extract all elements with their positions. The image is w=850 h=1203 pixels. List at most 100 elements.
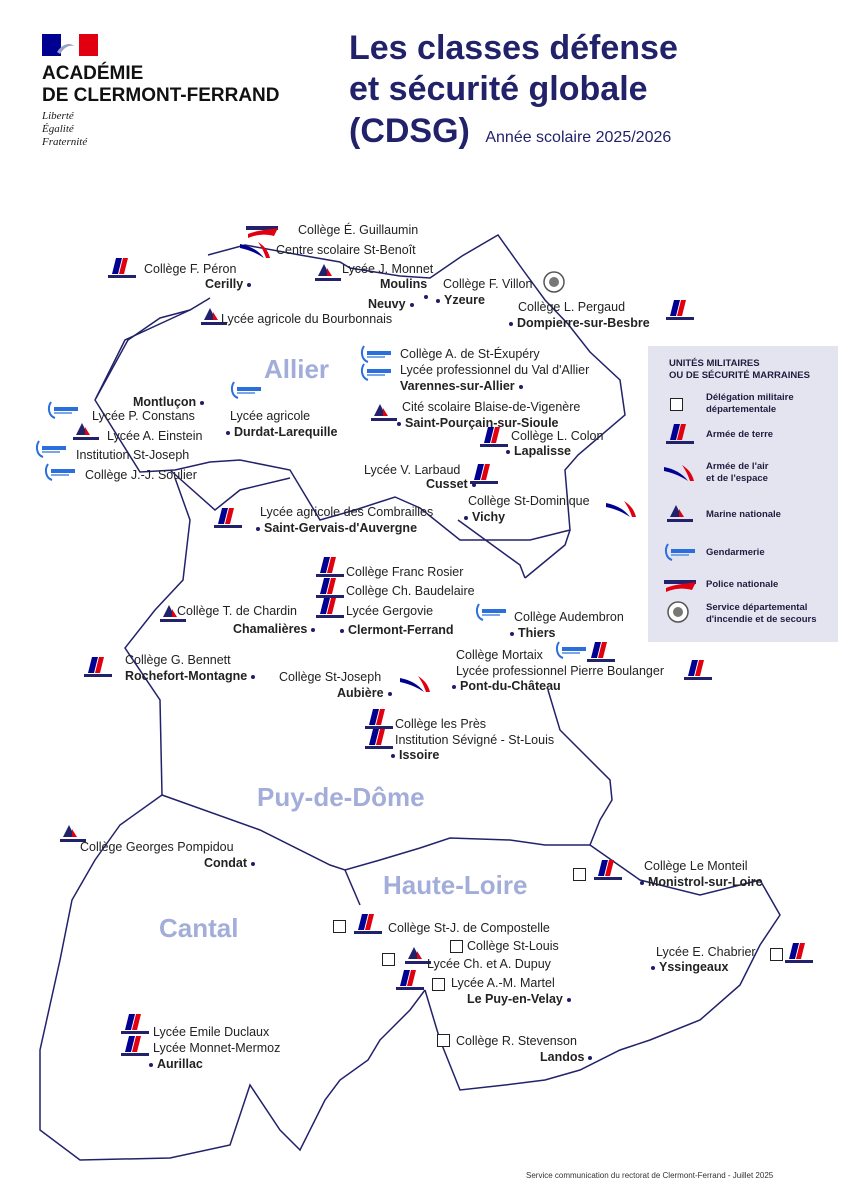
city-label: Issoire [387,748,439,763]
school-label: Collège Franc Rosier [346,565,464,579]
school-label: Collège St-Joseph [279,670,382,684]
armee-de-terre-icon [84,657,112,677]
school-label: Lycée agricole des Combrailles [260,505,434,519]
school-label: Lycée professionnel Pierre Boulanger [456,664,664,678]
city-label: Durdat-Larequille [222,425,338,440]
city-label: Yssingeaux [647,960,728,975]
academy-name-line2: DE CLERMONT-FERRAND [42,85,280,106]
gendarmerie-icon [44,463,76,481]
page-title-acronym: (CDSG) [349,112,470,150]
school-label: Lycée Gergovie [346,604,434,618]
square-icon [670,398,683,411]
city-label: Varennes-sur-Allier [400,379,527,394]
school-label: Collège Mortaix [456,648,543,662]
police-icon [664,580,696,592]
school-label: Collège St-J. de Compostelle [388,921,550,935]
city-label: Lapalisse [502,444,571,459]
city-label: Yzeure [432,293,485,308]
square-icon [770,948,783,961]
republic-logo-icon [42,34,98,56]
armee-de-terre-icon [396,970,424,990]
region-cantal: Cantal [159,913,239,943]
marine-icon [667,505,693,522]
city-label: Condat [204,856,259,871]
school-label: Lycée professionnel du Val d'Allier [400,363,590,377]
school-year: Année scolaire 2025/2026 [485,129,672,146]
legend-item-police: Police nationale [706,579,779,590]
armee-de-terre-icon [666,300,694,320]
school-label: Centre scolaire St-Benoît [276,243,416,257]
school-label: Lycée Monnet-Mermoz [153,1041,281,1055]
city-label: Cusset [426,477,480,492]
school-label: Lycée A.-M. Martel [451,976,555,990]
school-label: Cité scolaire Blaise-de-Vigenère [402,400,581,414]
school-label: Lycée Emile Duclaux [153,1025,270,1039]
city-label: Neuvy [368,297,418,312]
city-label: Cerilly [205,277,255,292]
school-label: Collège R. Stevenson [456,1034,577,1048]
city-label: Saint-Pourçain-sur-Sioule [393,416,559,431]
school-label: Collège F. Villon [443,277,533,291]
armee-de-terre-icon [594,860,622,880]
region-haute-loire: Haute-Loire [383,870,528,900]
square-icon [437,1034,450,1047]
armee-de-terre-icon [108,258,136,278]
school-label: Collège St-Dominique [468,494,590,508]
city-label: Monistrol-sur-Loire [636,875,763,890]
school-label: Lycée J. Monnet [342,262,434,276]
school-label: Collège Audembron [514,610,624,624]
page-title-line1: Les classes défense [349,29,678,67]
city-dot [424,295,428,299]
city-label: Chamalières [233,622,319,637]
school-label: Lycée agricole du Bourbonnais [221,312,393,326]
school-label: Lycée Ch. et A. Dupuy [427,957,551,971]
armee-air-icon [664,465,694,481]
square-icon [432,978,445,991]
school-label: Collège Le Monteil [644,859,748,873]
city-label: Montluçon [133,395,208,410]
city-label: Pont-du-Château [448,679,561,694]
school-label: Collège les Près [395,717,487,731]
armee-de-terre-icon [785,943,813,963]
square-icon [450,940,463,953]
school-label: Collège St-Louis [467,939,559,953]
school-label: Lycée agricole [230,409,311,423]
legend-item-gendarmerie: Gendarmerie [706,547,765,558]
city-label: Dompierre-sur-Besbre [505,316,650,331]
square-icon [573,868,586,881]
school-label: Collège Georges Pompidou [80,840,234,854]
school-label: Collège T. de Chardin [177,604,297,618]
school-label: Lycée A. Einstein [107,429,203,443]
motto-liberte: Liberté [42,110,74,122]
academy-name-line1: ACADÉMIE [42,63,144,84]
footer-credit: Service communication du rectorat de Cle… [526,1171,774,1180]
school-label: Lycée V. Larbaud [364,463,461,477]
school-label: Collège A. de St-Éxupéry [400,347,540,361]
school-label: Institution St-Joseph [76,448,190,462]
city-label: Moulins [380,277,428,291]
city-label: Saint-Gervais-d'Auvergne [252,521,417,536]
region-allier: Allier [264,354,330,384]
school-label: Collège J.-J. Soulier [85,468,197,482]
school-label: Lycée P. Constans [92,409,195,423]
school-label: Collège L. Pergaud [518,300,626,314]
legend-title: UNITÉS MILITAIRES OU DE SÉCURITÉ MARRAIN… [669,358,810,381]
city-label: Aubière [337,686,396,701]
motto-fraternite: Fraternité [42,136,88,148]
school-label: Lycée E. Chabrier [656,945,756,959]
legend-item-marine: Marine nationale [706,509,781,520]
school-label: Collège F. Péron [144,262,237,276]
school-label: Collège Ch. Baudelaire [346,584,475,598]
sdis-icon [667,601,689,623]
city-label: Aurillac [145,1057,203,1072]
region-puy-de-dome: Puy-de-Dôme [257,782,425,812]
page-title-line2: et sécurité globale [349,70,648,108]
school-label: Collège L. Colon [511,429,604,443]
city-label: Le Puy-en-Velay [467,992,575,1007]
page-title-line3: (CDSG) Année scolaire 2025/2026 [349,111,671,158]
armee-air-icon [400,676,430,692]
